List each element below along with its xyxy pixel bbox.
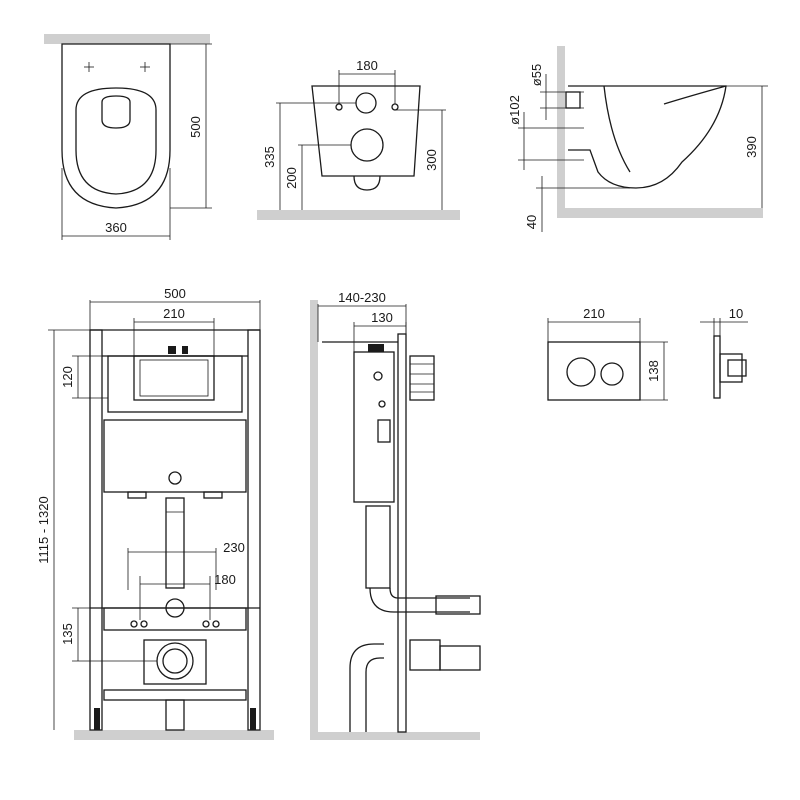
dim-side-d102: ø102 [507, 95, 522, 125]
inlet-connector-icon [165, 598, 185, 618]
dim-frame-210: 210 [163, 306, 185, 321]
pipe-profile [365, 505, 391, 589]
dim-frame-width: 500 [164, 286, 186, 301]
frame-side-view: 140-230 130 [310, 290, 481, 740]
dim-frame-height: 1115 - 1320 [36, 496, 51, 563]
bowl-drain-top [101, 95, 131, 129]
cistern-body [103, 419, 247, 493]
frame-post-left [89, 329, 103, 731]
dim-plate-height: 138 [646, 360, 661, 382]
frame-post-right [247, 329, 261, 731]
dim-profile-130: 130 [371, 310, 393, 325]
dim-frame-120: 120 [60, 366, 75, 388]
dim-profile-140-230: 140-230 [338, 290, 386, 305]
flush-plate [547, 341, 641, 401]
wall-hatch-top [44, 34, 210, 44]
cistern-top [107, 355, 243, 413]
floor-profile [310, 732, 480, 740]
flush-plate-profile [713, 335, 721, 399]
floor-frame [74, 730, 274, 740]
bolt-hole-left-icon [335, 103, 343, 111]
flush-plate-side: 10 [700, 306, 748, 399]
dim-frame-230: 230 [223, 540, 245, 555]
flush-pipe [165, 497, 185, 589]
dim-front-holes: 180 [356, 58, 378, 73]
dim-side-40: 40 [524, 215, 539, 229]
dim-front-300: 300 [424, 149, 439, 171]
side-view: ø55 ø102 390 40 [507, 46, 768, 232]
mounting-hole-left-icon [84, 62, 94, 72]
bowl-outline-top [61, 43, 171, 209]
floor-side [557, 208, 763, 218]
bowl-inner-side [603, 85, 631, 173]
front-view: 180 335 200 300 [257, 58, 460, 220]
frame-profile-post [397, 333, 407, 733]
bowl-outline-side [568, 85, 727, 189]
dim-plate-width: 210 [583, 306, 605, 321]
bowl-rim-side [663, 85, 727, 105]
outlet-plate [143, 639, 207, 685]
flush-plate-front: 210 138 [547, 306, 668, 401]
inlet-pipe-side [565, 91, 581, 109]
dim-frame-180: 180 [214, 572, 236, 587]
half-flush-button-icon [600, 362, 624, 386]
dim-top-depth: 500 [188, 116, 203, 138]
outlet-connector-profile [409, 639, 441, 671]
wall-side [557, 46, 565, 216]
foot-left [94, 708, 100, 730]
bowl-outline-front [311, 85, 421, 177]
cistern-logo-icon [168, 471, 182, 485]
dim-front-335: 335 [262, 146, 277, 168]
flush-actuator-profile [409, 355, 435, 401]
flush-opening [133, 355, 215, 401]
valve-icon [168, 346, 176, 354]
bowl-foot-front [353, 175, 381, 191]
dim-side-d55: ø55 [529, 64, 544, 86]
frame-front-view: 500 210 120 1115 - 1320 230 180 135 [36, 286, 274, 740]
outlet-elbow-profile [349, 643, 384, 732]
dim-side-390: 390 [744, 136, 759, 158]
mounting-bar [103, 607, 247, 631]
foot-right [250, 708, 256, 730]
top-view: 500 360 [44, 34, 212, 240]
bolt-hole-right-icon [391, 103, 399, 111]
bowl-inner-top [75, 87, 157, 195]
dim-frame-135: 135 [60, 623, 75, 645]
mounting-hole-right-icon [140, 62, 150, 72]
outlet-hole-icon [350, 128, 384, 162]
inlet-hole-icon [355, 92, 377, 114]
full-flush-button-icon [566, 357, 596, 387]
dim-front-200: 200 [284, 167, 299, 189]
floor-front [257, 210, 460, 220]
wall-profile [310, 300, 318, 740]
inlet-elbow-profile [369, 587, 470, 613]
dim-top-width: 360 [105, 220, 127, 235]
dim-plate-depth: 10 [729, 306, 743, 321]
